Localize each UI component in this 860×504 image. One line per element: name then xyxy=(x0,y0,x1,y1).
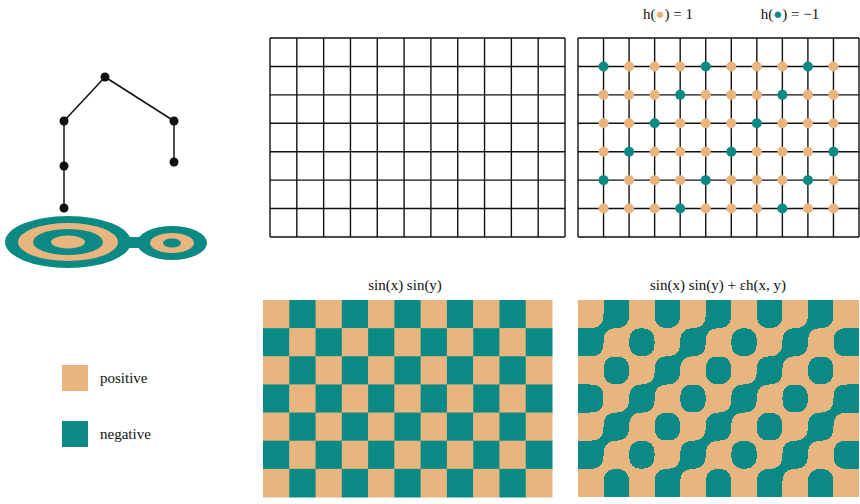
sign-dot xyxy=(701,204,711,214)
tree-edge xyxy=(173,121,175,162)
sign-dot xyxy=(624,147,634,157)
sign-dot xyxy=(828,61,838,71)
sign-dot xyxy=(599,147,609,157)
sign-dot xyxy=(650,204,660,214)
sign-dot xyxy=(777,204,787,214)
sign-dot xyxy=(599,204,609,214)
legend-swatch xyxy=(62,421,88,447)
tree-vertex xyxy=(101,73,110,82)
sign-dot xyxy=(650,90,660,100)
tree-vertex xyxy=(170,158,179,167)
legend-label: negative xyxy=(100,426,151,443)
legend-entry: positive xyxy=(62,365,148,391)
sign-dot xyxy=(777,90,787,100)
sign-dot xyxy=(599,90,609,100)
legend-entry: negative xyxy=(62,421,151,447)
sign-dot xyxy=(777,118,787,128)
panel-title: sin(x) sin(y) + εh(x, y) xyxy=(650,277,786,294)
sign-dot xyxy=(752,175,762,185)
sign-dot xyxy=(803,90,813,100)
legend-swatch xyxy=(62,365,88,391)
ring xyxy=(137,226,207,260)
sign-dot xyxy=(599,61,609,71)
sign-dot xyxy=(675,118,685,128)
sign-dot xyxy=(599,175,609,185)
sign-dot xyxy=(726,204,736,214)
ring xyxy=(33,229,103,255)
ring xyxy=(163,239,181,248)
sign-dot xyxy=(828,90,838,100)
sign-dot xyxy=(650,61,660,71)
sign-dot xyxy=(803,118,813,128)
sign-dot xyxy=(624,175,634,185)
sign-dot xyxy=(624,204,634,214)
sign-dot xyxy=(752,118,762,128)
sign-dot xyxy=(803,61,813,71)
sign-dot xyxy=(726,61,736,71)
perturbed-pattern xyxy=(578,300,859,497)
ring xyxy=(51,236,85,249)
sign-dot xyxy=(828,175,838,185)
sign-dot xyxy=(777,61,787,71)
sign-dot xyxy=(803,175,813,185)
sign-dot xyxy=(675,175,685,185)
sign-dot xyxy=(726,118,736,128)
sign-dot xyxy=(650,147,660,157)
sign-dot xyxy=(650,175,660,185)
sign-dot xyxy=(726,147,736,157)
sign-dot xyxy=(675,204,685,214)
sign-dot xyxy=(777,147,787,157)
sign-dot xyxy=(701,147,711,157)
sign-dot xyxy=(624,118,634,128)
sign-dot xyxy=(828,204,838,214)
sign-dot xyxy=(803,147,813,157)
sign-dot xyxy=(777,175,787,185)
tree-vertex xyxy=(60,204,69,213)
sign-dot xyxy=(675,61,685,71)
ring xyxy=(5,216,131,268)
grid-with-signs xyxy=(578,38,859,237)
legend-label: positive xyxy=(100,370,148,387)
sign-dot xyxy=(752,204,762,214)
sign-dot xyxy=(752,147,762,157)
sign-dot xyxy=(752,90,762,100)
sign-key: h(●) = −1 xyxy=(761,6,819,23)
sign-dot xyxy=(701,175,711,185)
sign-dot xyxy=(650,118,660,128)
tree-vertex xyxy=(170,117,179,126)
tree-vertex xyxy=(60,162,69,171)
ring xyxy=(18,223,118,261)
tree-graph xyxy=(60,73,179,213)
sign-dot xyxy=(624,90,634,100)
sign-dot xyxy=(726,90,736,100)
sign-dot xyxy=(701,90,711,100)
tree-edge xyxy=(105,77,174,121)
tree-edge xyxy=(63,166,65,208)
sign-dot xyxy=(828,147,838,157)
sign-dot xyxy=(624,61,634,71)
tree-edge xyxy=(64,77,105,121)
sign-dot xyxy=(803,204,813,214)
tree-vertex xyxy=(60,117,69,126)
grid xyxy=(270,38,565,237)
tree-edge xyxy=(63,121,65,166)
sign-dot xyxy=(828,118,838,128)
sign-dot xyxy=(752,61,762,71)
sign-dot xyxy=(675,90,685,100)
sign-dot xyxy=(599,118,609,128)
level-set-shape xyxy=(5,216,207,268)
sign-key: h(●) = 1 xyxy=(643,6,693,23)
sign-dot xyxy=(701,118,711,128)
checkerboard xyxy=(263,300,553,498)
panel-title: sin(x) sin(y) xyxy=(368,277,442,294)
sign-dot xyxy=(675,147,685,157)
sign-dot xyxy=(726,175,736,185)
sign-dot xyxy=(701,61,711,71)
ring xyxy=(150,233,194,253)
